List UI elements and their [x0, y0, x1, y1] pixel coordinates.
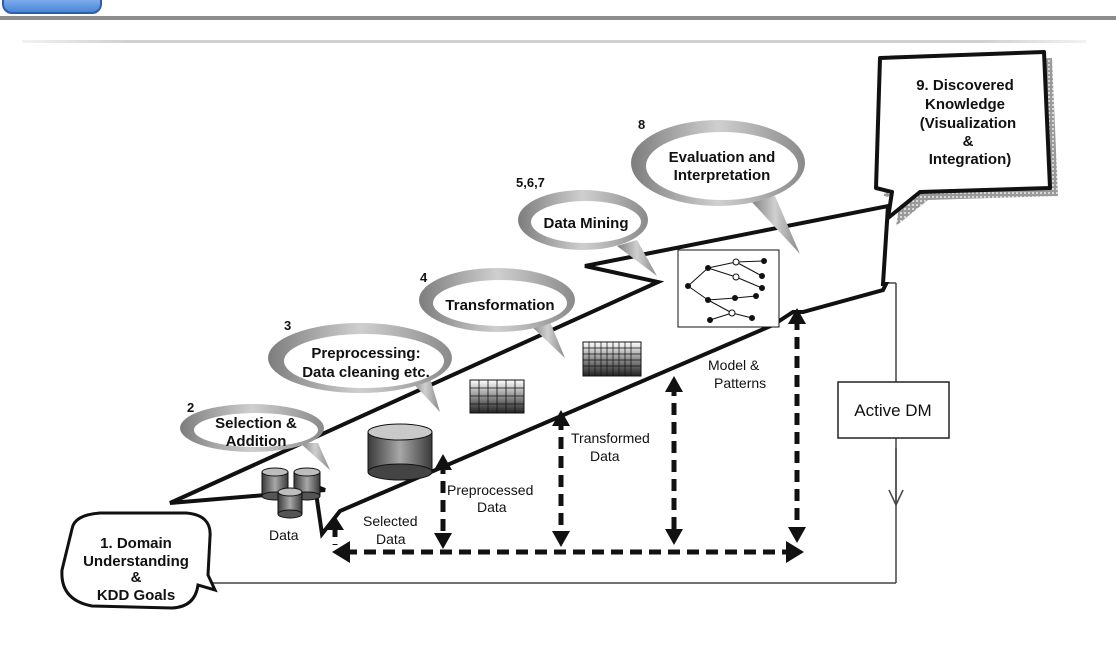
step9-line4: & — [963, 133, 974, 150]
model-patterns-line1: Model & — [708, 357, 760, 373]
step5-7-label: Data Mining — [544, 215, 629, 232]
bubble-preprocessing — [268, 323, 452, 412]
data-cylinders-icon — [261, 467, 321, 519]
arrowheads — [326, 308, 806, 563]
data-label: Data — [269, 527, 299, 543]
preprocessed-grid-icon — [469, 379, 525, 414]
step3-number: 3 — [284, 318, 291, 333]
model-patterns-line2: Patterns — [714, 375, 766, 391]
transformed-grid-icon — [582, 341, 642, 377]
step1-line2: Understanding — [83, 553, 189, 570]
bubble-evaluation — [631, 120, 805, 254]
step1-line3: & — [131, 569, 142, 586]
feedback-arrowhead — [888, 489, 904, 507]
step1-line1: 1. Domain — [100, 535, 172, 552]
step4-number: 4 — [420, 270, 428, 285]
active-dm-label: Active DM — [854, 401, 931, 420]
active-dm-box — [837, 381, 950, 439]
selected-data-line1: Selected — [363, 513, 417, 529]
model-tree-icon — [677, 249, 780, 328]
separator-rule — [22, 40, 1086, 43]
top-bar — [0, 0, 1116, 20]
step1-line4: KDD Goals — [97, 587, 175, 604]
bubble-transformation — [419, 268, 575, 358]
step2-label-line1: Selection & — [215, 415, 297, 432]
bubble-selection — [180, 404, 330, 470]
step5-7-number: 5,6,7 — [516, 175, 545, 190]
step8-number: 8 — [638, 117, 645, 132]
header-rule — [0, 16, 1116, 20]
step9-line2: Knowledge — [925, 96, 1005, 113]
header-tab[interactable] — [2, 0, 102, 14]
discovered-knowledge-box — [874, 50, 1058, 226]
domain-understanding-bubble — [60, 511, 218, 610]
step9-line5: Integration) — [929, 151, 1012, 168]
step9-line1: 9. Discovered — [916, 77, 1014, 94]
preprocessed-data-line1: Preprocessed — [447, 482, 533, 498]
step2-number: 2 — [187, 400, 194, 415]
step3-label-line2: Data cleaning etc. — [302, 364, 430, 381]
bubble-data-mining — [518, 190, 657, 276]
selected-data-cylinder-icon — [367, 423, 433, 481]
preprocessed-data-line2: Data — [477, 499, 507, 515]
step4-label: Transformation — [445, 297, 554, 314]
step3-label-line1: Preprocessing: — [311, 345, 420, 362]
selected-data-line2: Data — [376, 531, 406, 547]
step9-line3: (Visualization — [920, 115, 1016, 132]
step2-label-line2: Addition — [226, 433, 287, 450]
step8-label-line1: Evaluation and — [669, 149, 776, 166]
transformed-data-line2: Data — [590, 448, 620, 464]
transformed-data-line1: Transformed — [571, 430, 650, 446]
step8-label-line2: Interpretation — [674, 167, 771, 184]
